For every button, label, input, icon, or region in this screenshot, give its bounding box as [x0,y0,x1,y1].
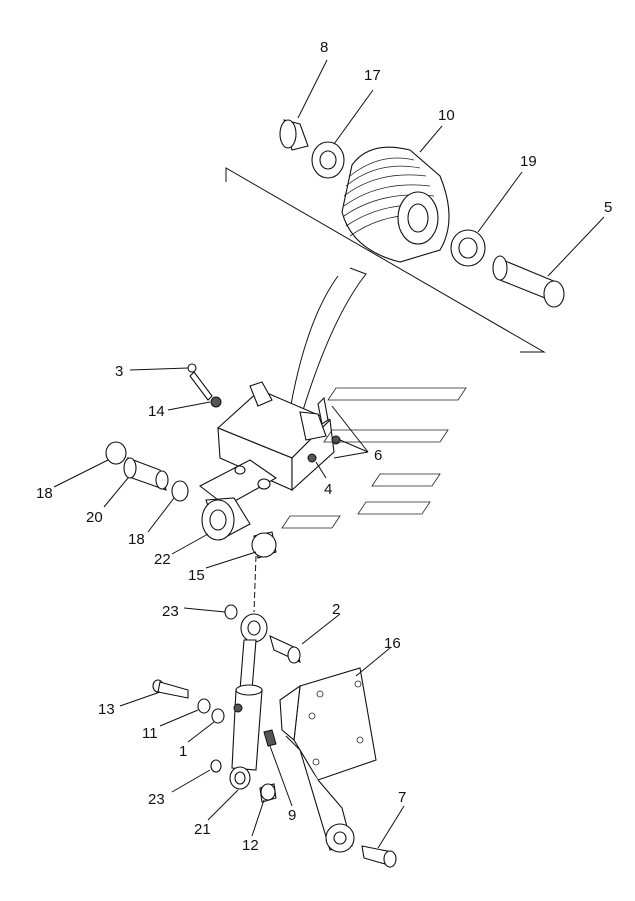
part-17-bearing [311,141,345,179]
callout-23-bottom: 23 [148,791,165,808]
callout-9: 9 [288,807,296,824]
callout-14: 14 [148,403,165,420]
part-2-pin [269,634,301,664]
leader-lines [53,59,605,849]
callout-19: 19 [520,153,537,170]
watermark-stripes [281,387,467,529]
callout-10: 10 [438,107,455,124]
callout-18-right: 18 [128,531,145,548]
part-15-cap [251,531,277,559]
part-11-nut [197,698,211,714]
part-18-ring-right [171,480,189,502]
part-5-shaft [492,255,565,308]
callout-2: 2 [332,601,340,618]
part-10-pulley [341,146,450,263]
callout-22: 22 [154,551,171,568]
part-22-spacer [201,497,251,541]
callout-15: 15 [188,567,205,584]
part-12-bushing [259,783,277,803]
callout-12: 12 [242,837,259,854]
part-1-washer [211,708,225,724]
part-4-screw [307,453,317,463]
part-3-bolt [187,363,213,401]
center-line [253,555,257,613]
part-23-ring-bottom [210,759,222,773]
part-20-fitting [123,457,169,491]
part-9-grease-fitting [263,729,277,747]
callout-13: 13 [98,701,115,718]
callout-16: 16 [384,635,401,652]
part-23-ring-top [224,604,238,620]
callout-6: 6 [374,447,382,464]
part-7-pin [361,845,397,868]
callout-labels: 8 17 10 19 5 3 14 6 4 18 20 18 22 15 23 … [36,39,612,854]
hydraulic-cylinder [229,613,268,790]
callout-21: 21 [194,821,211,838]
callout-1: 1 [179,743,187,760]
callout-23-top: 23 [162,603,179,620]
callout-5: 5 [604,199,612,216]
callout-17: 17 [364,67,381,84]
upper-axis-line [225,167,546,353]
part-14-nut [210,396,222,408]
belt-band [289,267,367,421]
callout-7: 7 [398,789,406,806]
callout-3: 3 [115,363,123,380]
callout-8: 8 [320,39,328,56]
part-13-bolt [152,679,189,699]
part-16-arm-plate [279,667,377,853]
callout-4: 4 [324,481,332,498]
callout-18-left: 18 [36,485,53,502]
part-18-ring-left [105,441,127,465]
part-19-bearing [450,229,486,267]
part-8-bushing [279,119,309,151]
callout-11: 11 [142,725,158,742]
callout-20: 20 [86,509,103,526]
